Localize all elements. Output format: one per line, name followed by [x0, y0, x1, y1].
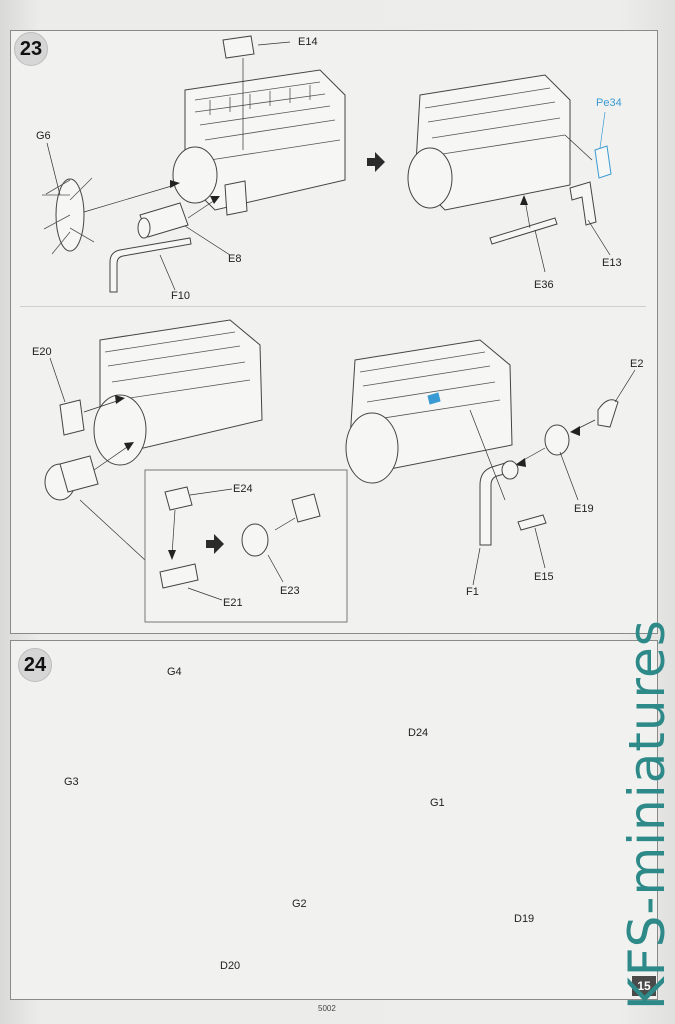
- label-e36: E36: [534, 279, 554, 291]
- step-23-divider: [20, 306, 646, 307]
- engine-block-drawing-2: [407, 74, 571, 211]
- footer-code: 5002: [318, 1004, 336, 1013]
- label-g3: G3: [64, 776, 79, 788]
- label-e14: E14: [298, 36, 318, 48]
- fan-drawing: [42, 142, 180, 255]
- label-g6: G6: [36, 130, 51, 142]
- label-e8: E8: [228, 253, 242, 265]
- label-e19: E19: [574, 503, 594, 515]
- label-e13: E13: [602, 257, 622, 269]
- label-g4: G4: [167, 666, 182, 678]
- engine-block-drawing-3: [93, 319, 263, 466]
- label-d24: D24: [408, 727, 429, 739]
- label-g2: G2: [292, 898, 307, 910]
- label-e23: E23: [280, 585, 300, 597]
- engine-block-drawing-4: [345, 339, 513, 484]
- label-f1: F1: [466, 586, 479, 598]
- engine-block-drawing: [172, 69, 346, 216]
- step-24-panel: [10, 640, 658, 1000]
- label-pe34: Pe34: [596, 97, 622, 109]
- label-f10: F10: [171, 290, 190, 302]
- label-d19: D19: [514, 913, 535, 925]
- page-number: 15: [632, 976, 656, 996]
- label-e24: E24: [233, 483, 253, 495]
- label-e20: E20: [32, 346, 52, 358]
- step-24-badge: 24: [18, 648, 52, 682]
- label-e15: E15: [534, 571, 554, 583]
- label-e21: E21: [223, 597, 243, 609]
- label-g1: G1: [430, 797, 445, 809]
- label-d20: D20: [220, 960, 241, 972]
- watermark-text: KFS-miniatures: [618, 619, 675, 1010]
- label-e2: E2: [630, 358, 644, 370]
- step-23-badge: 23: [14, 32, 48, 66]
